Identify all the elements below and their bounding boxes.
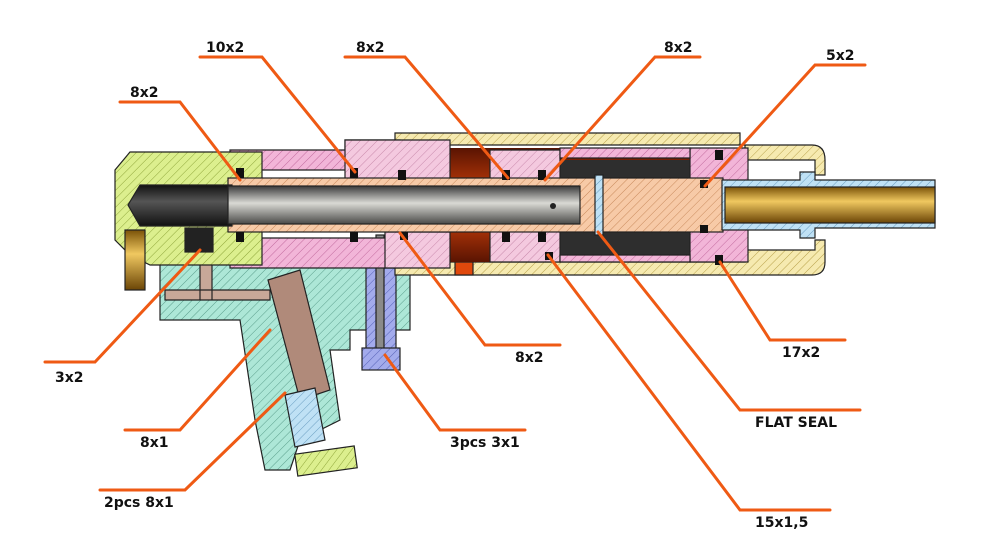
label-3pcs-3x1: 3pcs 3x1	[450, 435, 520, 451]
label-8x2-top-right: 8x2	[664, 40, 693, 56]
plug	[184, 227, 214, 253]
label-5x2: 5x2	[826, 48, 855, 64]
seal-labels: 10x2 8x2 8x2 8x2 5x2 3x2 8x2 17x2 8x1 FL…	[55, 40, 855, 531]
lower-block	[159, 239, 411, 477]
label-8x1: 8x1	[140, 435, 169, 451]
leader-lines	[43, 55, 867, 512]
label-3x2: 3x2	[55, 370, 84, 386]
flat-seal-part	[594, 174, 604, 236]
label-8x2-mid: 8x2	[515, 350, 544, 366]
brass-tube	[724, 186, 936, 224]
label-10x2: 10x2	[206, 40, 244, 56]
label-15x1-5: 15x1,5	[755, 515, 808, 531]
label-8x2-top-mid: 8x2	[356, 40, 385, 56]
black-plunger	[127, 184, 233, 227]
label-17x2: 17x2	[782, 345, 820, 361]
label-2pcs-8x1: 2pcs 8x1	[104, 495, 174, 511]
outer-housing	[394, 132, 826, 276]
label-flat-seal: FLAT SEAL	[755, 415, 837, 431]
steel-rod	[227, 185, 581, 225]
label-8x2-top-left: 8x2	[130, 85, 159, 101]
